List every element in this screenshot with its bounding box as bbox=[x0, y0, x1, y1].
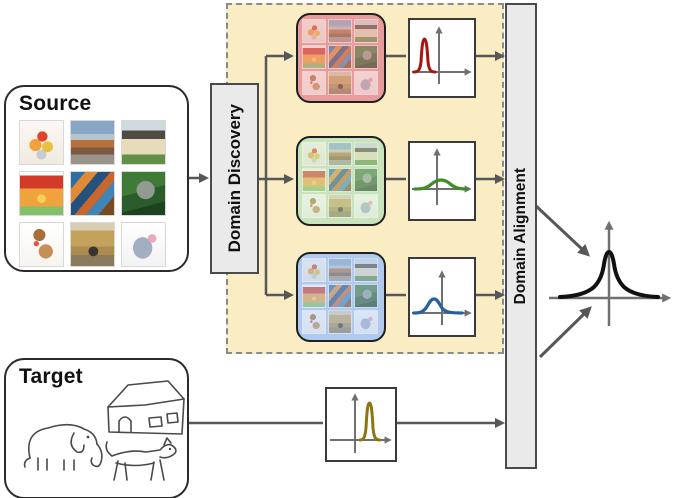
target-title: Target bbox=[19, 365, 83, 388]
faded-thumb bbox=[354, 45, 378, 69]
domain-discovery-box: Domain Discovery bbox=[210, 83, 259, 274]
faded-thumb bbox=[354, 168, 378, 192]
faded-thumb bbox=[302, 19, 326, 43]
cartoon-dog-image bbox=[19, 222, 64, 267]
faded-thumb bbox=[354, 284, 378, 308]
domain-alignment-label: Domain Alignment bbox=[512, 167, 529, 305]
faded-thumb bbox=[302, 284, 326, 308]
faded-thumb bbox=[328, 19, 352, 43]
faded-thumb bbox=[328, 71, 352, 95]
faded-thumb bbox=[302, 71, 326, 95]
target-box: Target bbox=[4, 358, 189, 498]
plot-axes bbox=[412, 26, 472, 84]
green-curve bbox=[413, 178, 469, 191]
red-domain-grid bbox=[296, 13, 386, 103]
domain-discovery-label: Domain Discovery bbox=[224, 104, 244, 253]
house-photo-image bbox=[121, 120, 166, 165]
plot-axes bbox=[330, 393, 392, 453]
faded-thumb bbox=[354, 194, 378, 218]
elephant-sketch bbox=[23, 423, 103, 471]
faded-thumb bbox=[302, 258, 326, 282]
faded-thumb bbox=[328, 194, 352, 218]
green-distribution-plot bbox=[408, 141, 476, 221]
cartoon-house-image bbox=[19, 171, 64, 216]
faded-thumb bbox=[328, 310, 352, 334]
domain-alignment-box: Domain Alignment bbox=[505, 3, 537, 469]
faded-thumb bbox=[302, 45, 326, 69]
aligned-distribution-curve bbox=[558, 249, 660, 299]
blue-domain-grid bbox=[296, 252, 386, 342]
street-painting-image bbox=[70, 120, 115, 165]
target-curve bbox=[358, 401, 382, 442]
dog-photo-image bbox=[70, 222, 115, 267]
faded-thumb bbox=[354, 310, 378, 334]
target-distribution-plot bbox=[325, 387, 397, 462]
red-distribution-plot bbox=[408, 18, 476, 98]
dog-sketch bbox=[105, 437, 177, 481]
faded-thumb bbox=[328, 168, 352, 192]
house-sketch bbox=[107, 380, 185, 435]
arrow-alignment-to-result-upper bbox=[533, 203, 591, 257]
faded-thumb bbox=[328, 284, 352, 308]
green-domain-grid bbox=[296, 136, 386, 226]
source-title: Source bbox=[19, 92, 92, 115]
faded-thumb bbox=[302, 168, 326, 192]
faded-thumb bbox=[302, 142, 326, 166]
cartoon-elephant-image bbox=[121, 222, 166, 267]
source-image-grid bbox=[19, 120, 187, 267]
faded-thumb bbox=[354, 19, 378, 43]
blue-curve bbox=[412, 297, 464, 315]
faded-thumb bbox=[354, 142, 378, 166]
faded-thumb bbox=[354, 71, 378, 95]
faded-thumb bbox=[328, 258, 352, 282]
elephant-painting-image bbox=[19, 120, 64, 165]
arrow-alignment-to-result-lower bbox=[538, 306, 592, 359]
dog-painting-image bbox=[70, 171, 115, 216]
blue-distribution-plot bbox=[408, 257, 476, 337]
faded-thumb bbox=[302, 194, 326, 218]
faded-thumb bbox=[354, 258, 378, 282]
red-curve bbox=[412, 37, 437, 74]
faded-thumb bbox=[328, 45, 352, 69]
faded-thumb bbox=[328, 142, 352, 166]
aligned-plot-axes bbox=[549, 220, 672, 326]
faded-thumb bbox=[302, 310, 326, 334]
elephant-photo-image bbox=[121, 171, 166, 216]
source-box: Source bbox=[4, 85, 189, 272]
